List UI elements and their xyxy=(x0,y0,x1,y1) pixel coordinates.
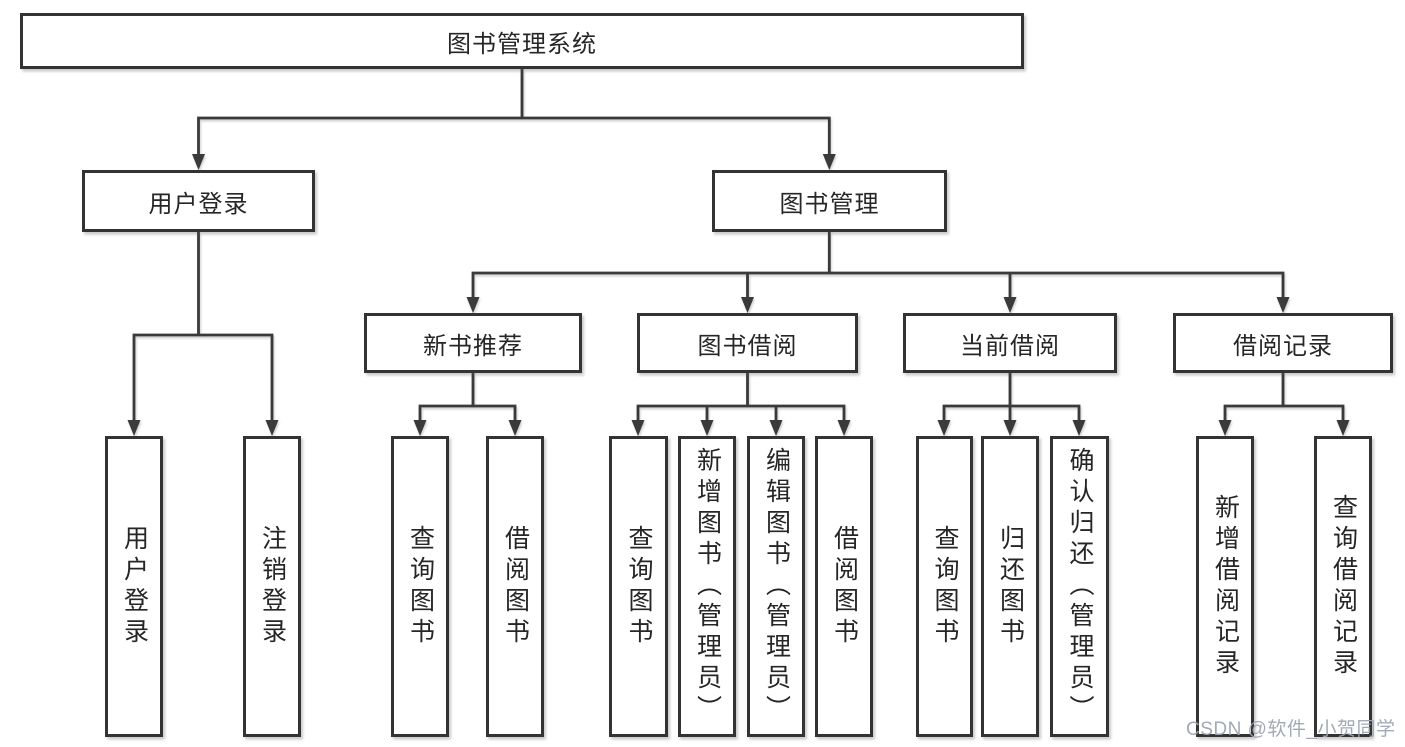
arrowhead xyxy=(508,420,522,436)
arrowhead xyxy=(192,154,205,170)
node-new-book-recommend: 新书推荐 xyxy=(364,313,582,373)
arrowhead xyxy=(413,420,427,436)
node-current-borrow-label: 当前借阅 xyxy=(960,332,1060,360)
node-book-management-label: 图书管理 xyxy=(779,190,880,218)
node-borrow-records: 借阅记录 xyxy=(1173,313,1393,373)
arrowhead xyxy=(769,420,783,436)
node-user-login-branch-label: 用户登录 xyxy=(148,190,249,218)
arrowhead xyxy=(700,420,714,436)
connector-borrow-records xyxy=(1223,373,1345,421)
arrowhead xyxy=(466,297,480,313)
arrowhead xyxy=(822,154,836,170)
node-book-management: 图书管理 xyxy=(712,170,947,232)
connector-current-borrow xyxy=(942,373,1081,421)
leaf-add-books-admin: 新增图书（管理员） xyxy=(678,436,736,737)
csdn-watermark: CSDN @软件_小贺同学 xyxy=(1186,719,1396,740)
arrowhead xyxy=(1276,297,1290,313)
leaf-logout: 注销登录 xyxy=(243,436,301,737)
leaf-return-books: 归还图书 xyxy=(981,436,1039,737)
node-book-borrow: 图书借阅 xyxy=(637,313,858,373)
node-borrow-records-label: 借阅记录 xyxy=(1233,332,1333,360)
arrowhead xyxy=(1003,297,1017,313)
leaf-user-login: 用户登录 xyxy=(105,436,163,737)
leaf-query-borrow-record: 查询借阅记录 xyxy=(1314,436,1372,737)
arrowhead xyxy=(837,420,851,436)
node-current-borrow: 当前借阅 xyxy=(903,313,1117,373)
leaf-confirm-return-admin: 确认归还（管理员） xyxy=(1050,436,1109,737)
arrowhead xyxy=(1072,420,1086,436)
node-new-book-recommend-label: 新书推荐 xyxy=(423,332,523,360)
node-book-borrow-label: 图书借阅 xyxy=(697,332,798,360)
leaf-query-books-current: 查询图书 xyxy=(916,436,973,737)
connector-root xyxy=(197,69,831,155)
connector-book-borrow xyxy=(636,373,846,421)
leaf-query-books-borrow: 查询图书 xyxy=(609,436,668,737)
connector-book-management xyxy=(471,232,1285,298)
connector-user-login xyxy=(132,232,274,421)
leaf-edit-books-admin: 编辑图书（管理员） xyxy=(747,436,805,737)
connector-new-book-recommend xyxy=(418,373,517,421)
node-user-login-branch: 用户登录 xyxy=(82,170,315,232)
leaf-add-borrow-record: 新增借阅记录 xyxy=(1196,436,1254,737)
arrowhead xyxy=(1003,420,1017,436)
arrowhead xyxy=(741,297,754,313)
leaf-borrow-books-recommend: 借阅图书 xyxy=(486,436,544,737)
arrowhead xyxy=(937,420,951,436)
arrowhead xyxy=(631,420,645,436)
arrowhead xyxy=(127,420,141,436)
node-library-system-label: 图书管理系统 xyxy=(447,30,597,58)
node-library-system: 图书管理系统 xyxy=(20,13,1024,69)
leaf-query-books-recommend: 查询图书 xyxy=(391,436,449,737)
arrowhead xyxy=(1218,420,1232,436)
arrowhead xyxy=(265,420,279,436)
arrowhead xyxy=(1336,420,1350,436)
leaf-borrow-books: 借阅图书 xyxy=(815,436,873,737)
